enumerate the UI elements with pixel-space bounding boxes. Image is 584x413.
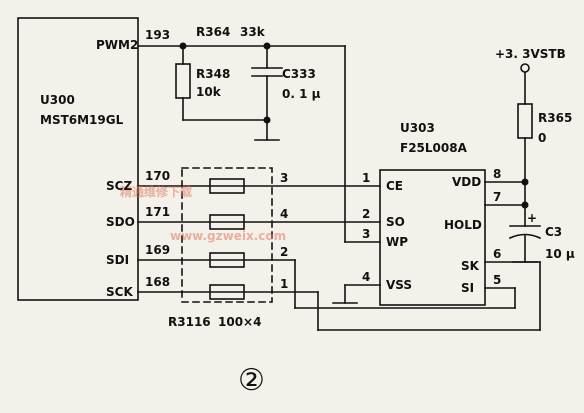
u303-pin-name: HOLD bbox=[444, 218, 482, 232]
c3-value: 10 μ bbox=[545, 247, 575, 261]
r3116-pin-number: 2 bbox=[280, 245, 288, 259]
r365-value: 0 bbox=[538, 131, 546, 145]
supply-terminal bbox=[520, 63, 530, 73]
junction-dot bbox=[521, 178, 529, 186]
r364-value: 33k bbox=[240, 25, 266, 39]
u300-pin-number: 171 bbox=[145, 205, 170, 219]
u300-pin-number: 193 bbox=[145, 28, 170, 42]
supply-label: +3. 3VSTB bbox=[495, 47, 566, 61]
u303-pin-name: SK bbox=[461, 259, 480, 273]
u303-pin-name: VDD bbox=[452, 175, 481, 189]
r348-ref: R348 bbox=[196, 67, 230, 81]
r3116-ref: R3116 bbox=[168, 315, 211, 329]
u300-pin-name: SDI bbox=[106, 253, 129, 267]
u300-body bbox=[17, 17, 139, 301]
r3116-c bbox=[209, 252, 245, 268]
u303-pin-number: 7 bbox=[493, 190, 501, 204]
r365-ref: R365 bbox=[538, 111, 572, 125]
figure-number: ② bbox=[238, 363, 265, 398]
u303-pin-number: 3 bbox=[362, 227, 370, 241]
u303-pin-name: SI bbox=[461, 281, 474, 295]
u303-pin-number: 6 bbox=[493, 247, 501, 261]
u303-part: F25L008A bbox=[400, 141, 468, 155]
u303-pin-name: CE bbox=[386, 179, 403, 193]
u303-ref: U303 bbox=[400, 121, 435, 135]
u303-pin-name: SO bbox=[386, 215, 405, 229]
r3116-package-outline bbox=[181, 167, 273, 303]
r364-ref: R364 bbox=[196, 25, 230, 39]
junction-dot bbox=[263, 42, 271, 50]
u303-pin-name: VSS bbox=[386, 278, 412, 292]
r348-value: 10k bbox=[196, 85, 222, 99]
r3116-value: 100×4 bbox=[218, 315, 261, 329]
watermark-url: www.gzweix.com bbox=[170, 229, 286, 243]
r3116-d bbox=[209, 284, 245, 300]
u300-pin-number: 168 bbox=[145, 275, 170, 289]
r365-symbol bbox=[517, 103, 533, 139]
watermark-cn: 精通维修下载 bbox=[120, 184, 192, 199]
c333-value: 0. 1 μ bbox=[282, 87, 321, 101]
u303-pin-number: 4 bbox=[362, 270, 370, 284]
r3116-b bbox=[209, 214, 245, 230]
r3116-pin-number: 4 bbox=[280, 207, 288, 221]
u300-ref: U300 bbox=[40, 93, 75, 107]
c3-polarity-mark: + bbox=[527, 211, 537, 225]
u300-pin-number: 170 bbox=[145, 169, 170, 183]
r3116-pin-number: 3 bbox=[280, 171, 288, 185]
u300-pin-number: 169 bbox=[145, 243, 170, 257]
u303-pin-number: 5 bbox=[493, 273, 501, 287]
r3116-pin-number: 1 bbox=[280, 277, 288, 291]
junction-dot bbox=[263, 116, 271, 124]
c3-plate-bottom bbox=[508, 233, 542, 240]
u300-pin-name: SDO bbox=[106, 215, 135, 229]
junction-dot bbox=[521, 201, 529, 209]
u303-pin-name: WP bbox=[386, 235, 408, 249]
u300-pin-name: PWM2 bbox=[96, 38, 138, 52]
u303-pin-number: 8 bbox=[493, 167, 501, 181]
u303-pin-number: 2 bbox=[362, 207, 370, 221]
c333-ref: C333 bbox=[282, 67, 316, 81]
r348-symbol bbox=[175, 63, 191, 99]
u300-pin-name: SCK bbox=[106, 285, 133, 299]
junction-dot bbox=[179, 42, 187, 50]
u303-pin-number: 1 bbox=[362, 171, 370, 185]
u300-part: MST6M19GL bbox=[40, 113, 124, 127]
u300-pin-name: SCZ bbox=[106, 179, 132, 193]
r3116-a bbox=[209, 178, 245, 194]
c3-ref: C3 bbox=[545, 225, 562, 239]
u303-body bbox=[379, 169, 486, 306]
